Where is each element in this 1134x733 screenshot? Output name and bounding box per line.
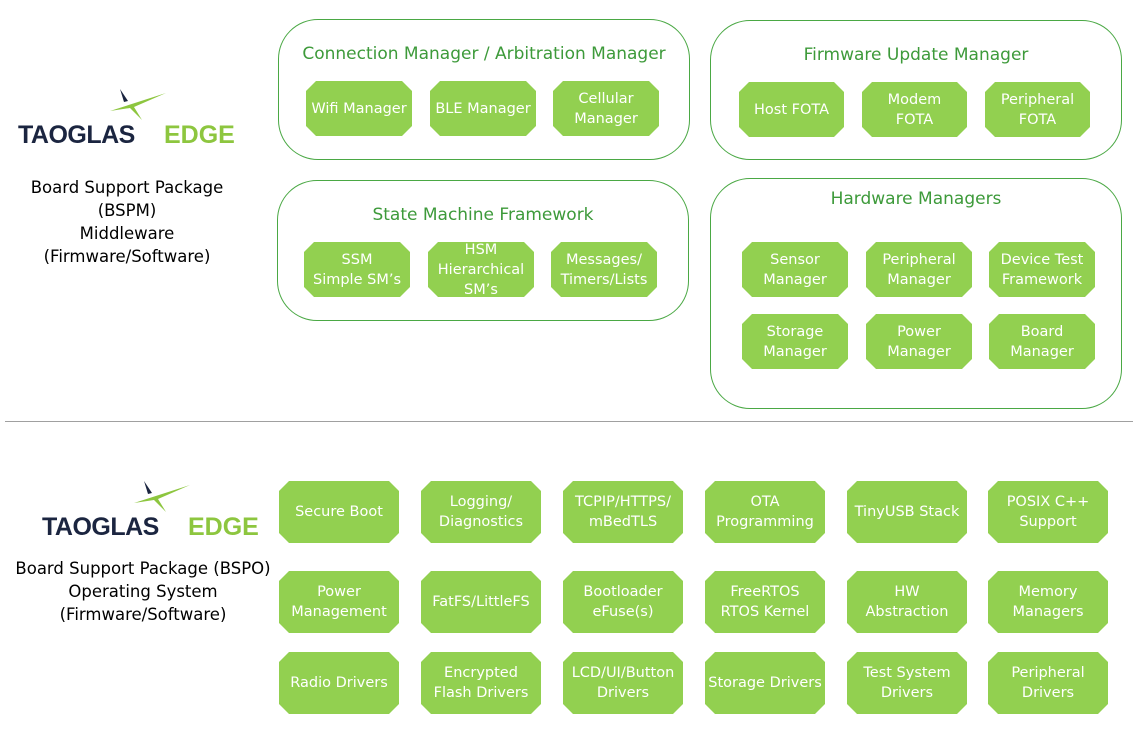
component-box: Host FOTA — [739, 82, 844, 137]
group-firmware-update-manager: Firmware Update Manager — [710, 20, 1122, 160]
bspm-label: Board Support Package (BSPM) Middleware … — [30, 178, 224, 266]
os-component-box: Radio Drivers — [279, 652, 399, 714]
group-title: State Machine Framework — [372, 205, 594, 225]
os-component-box: OTA Programming — [705, 481, 825, 543]
component-box: Board Manager — [989, 314, 1095, 369]
bspo-label: Board Support Package (BSPO) Operating S… — [15, 559, 271, 624]
logo-edge-text: EDGE — [164, 121, 235, 149]
section-divider — [5, 421, 1133, 422]
os-component-box: Encrypted Flash Drivers — [421, 652, 541, 714]
logo-edge-text: EDGE — [188, 513, 259, 541]
os-component-box: Storage Drivers — [705, 652, 825, 714]
logo-brand-text: TAOGLAS — [18, 121, 135, 149]
component-box: BLE Manager — [430, 81, 536, 136]
group-state-machine-framework: State Machine Framework — [277, 180, 689, 321]
component-box: Messages/ Timers/Lists — [551, 242, 657, 297]
os-component-box: LCD/UI/Button Drivers — [563, 652, 683, 714]
os-component-box: Memory Managers — [988, 571, 1108, 633]
os-component-box: Logging/ Diagnostics — [421, 481, 541, 543]
taoglas-edge-logo: TAOGLAS EDGE — [18, 89, 238, 150]
os-component-box: FreeRTOS RTOS Kernel — [705, 571, 825, 633]
component-box: Modem FOTA — [862, 82, 967, 137]
os-component-box: Secure Boot — [279, 481, 399, 543]
component-box: Power Manager — [866, 314, 972, 369]
os-component-box: HW Abstraction — [847, 571, 967, 633]
component-box: Device Test Framework — [989, 242, 1095, 297]
component-box: Peripheral Manager — [866, 242, 972, 297]
os-component-box: Power Management — [279, 571, 399, 633]
component-box: SSM Simple SM’s — [304, 242, 410, 297]
component-box: HSM Hierarchical SM’s — [428, 242, 534, 297]
component-box: Cellular Manager — [553, 81, 659, 136]
component-box: Wifi Manager — [306, 81, 412, 136]
os-component-box: TCPIP/HTTPS/ mBedTLS — [563, 481, 683, 543]
component-box: Storage Manager — [742, 314, 848, 369]
component-box: Peripheral FOTA — [985, 82, 1090, 137]
group-title: Firmware Update Manager — [803, 45, 1029, 65]
os-component-box: Bootloader eFuse(s) — [563, 571, 683, 633]
component-box: Sensor Manager — [742, 242, 848, 297]
os-component-box: TinyUSB Stack — [847, 481, 967, 543]
os-component-box: FatFS/LittleFS — [421, 571, 541, 633]
os-component-box: Test System Drivers — [847, 652, 967, 714]
os-component-box: POSIX C++ Support — [988, 481, 1108, 543]
logo-brand-text: TAOGLAS — [42, 513, 159, 541]
logo-star-icon — [134, 481, 190, 512]
os-component-box: Peripheral Drivers — [988, 652, 1108, 714]
group-title: Connection Manager / Arbitration Manager — [302, 44, 666, 64]
taoglas-edge-logo: TAOGLAS EDGE — [42, 481, 262, 542]
group-title: Hardware Managers — [830, 189, 1002, 209]
logo-star-icon — [110, 89, 166, 120]
group-hardware-managers: Hardware Managers — [710, 178, 1122, 409]
group-connection-manager-arbitration-manager: Connection Manager / Arbitration Manager — [278, 19, 690, 160]
